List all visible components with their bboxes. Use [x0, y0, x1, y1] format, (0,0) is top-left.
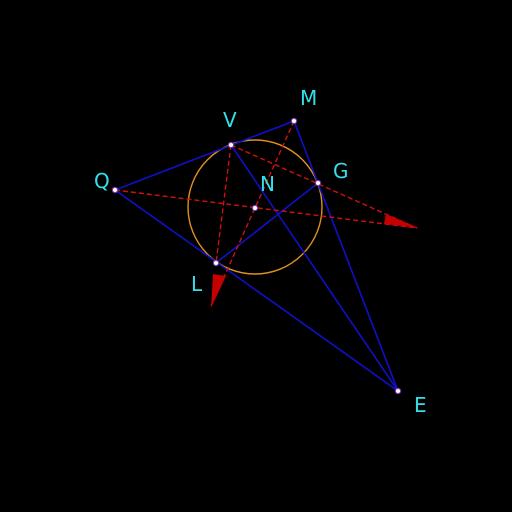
label-g: G	[333, 159, 349, 183]
ray-q-n	[114, 189, 418, 229]
label-q: Q	[94, 169, 110, 193]
point-l	[212, 259, 220, 267]
label-n: N	[260, 172, 275, 196]
edge-m-e	[293, 120, 399, 392]
point-n	[251, 204, 259, 212]
point-g	[314, 179, 322, 187]
edge-v-e	[230, 144, 399, 392]
label-m: M	[300, 86, 317, 110]
point-q	[111, 186, 119, 194]
point-m	[290, 117, 298, 125]
points	[111, 117, 402, 395]
arrowhead-right	[384, 214, 419, 228]
ray-m-l	[210, 120, 295, 307]
label-e: E	[414, 393, 427, 417]
ray-v-l	[215, 144, 232, 264]
arrowhead-lower	[211, 274, 226, 308]
point-e	[394, 387, 402, 395]
edge-l-g	[215, 182, 319, 264]
edge-q-e	[114, 189, 399, 392]
point-v	[227, 141, 235, 149]
label-l: L	[191, 272, 203, 296]
blue-edges	[114, 120, 399, 392]
circle-centered-at-n	[187, 139, 323, 275]
point-labels: M V G Q N L E	[94, 86, 427, 417]
edge-q-m	[114, 120, 295, 191]
label-v: V	[223, 108, 237, 132]
